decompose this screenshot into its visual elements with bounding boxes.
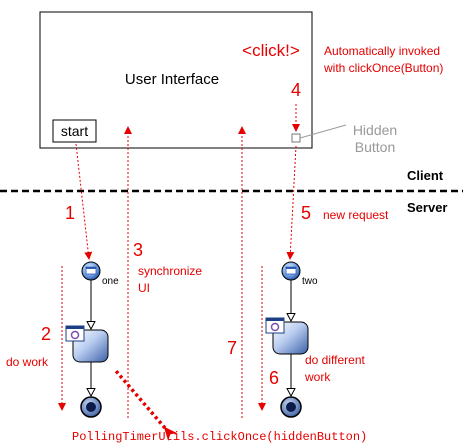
server-zone-label: Server xyxy=(407,200,447,215)
node-two-label: two xyxy=(302,276,318,287)
step-3-label: 3 xyxy=(133,240,143,260)
synchronize-label-line2: UI xyxy=(138,281,150,295)
code-call-arrow xyxy=(114,369,178,442)
step-4-label: 4 xyxy=(291,80,301,100)
auto-invoked-note-line2: with clickOnce(Button) xyxy=(323,61,443,75)
gear-icon xyxy=(70,330,80,340)
client-zone-label: Client xyxy=(407,168,444,183)
step-2-label: 2 xyxy=(41,324,51,344)
do-different-label-line1: do different xyxy=(305,353,365,367)
hidden-button-leader xyxy=(299,124,347,139)
step-1-arrow xyxy=(75,143,93,260)
task-node-two xyxy=(265,317,309,355)
auto-invoked-note-line1: Automatically invoked xyxy=(324,44,440,58)
step-5-label: 5 xyxy=(301,203,311,223)
start-button[interactable] xyxy=(52,119,97,143)
hidden-button-label-line2: Button xyxy=(355,139,395,155)
node-one-label: one xyxy=(102,276,119,287)
do-work-label: do work xyxy=(6,355,49,369)
user-interface-title: User Interface xyxy=(125,71,219,88)
step-1-label: 1 xyxy=(65,203,75,223)
do-different-label-line2: work xyxy=(304,370,331,384)
hidden-button-label-line1: Hidden xyxy=(353,122,397,138)
end-node-two xyxy=(280,396,302,418)
code-call-label: PollingTimerUtils.clickOnce(hiddenButton… xyxy=(72,430,367,444)
start-node-one xyxy=(81,261,101,281)
new-request-label: new request xyxy=(323,208,389,222)
start-button-label: start xyxy=(61,123,88,139)
step-7-label: 7 xyxy=(227,338,237,358)
hidden-button[interactable] xyxy=(291,133,301,143)
step-6-label: 6 xyxy=(269,368,279,388)
start-node-two xyxy=(281,261,301,281)
gear-icon xyxy=(270,322,280,332)
task-node-one xyxy=(65,325,109,363)
synchronize-label-line1: synchronize xyxy=(138,264,202,278)
click-label: <click!> xyxy=(242,41,300,60)
step-5-arrow xyxy=(286,145,297,260)
end-node-one xyxy=(80,396,102,418)
